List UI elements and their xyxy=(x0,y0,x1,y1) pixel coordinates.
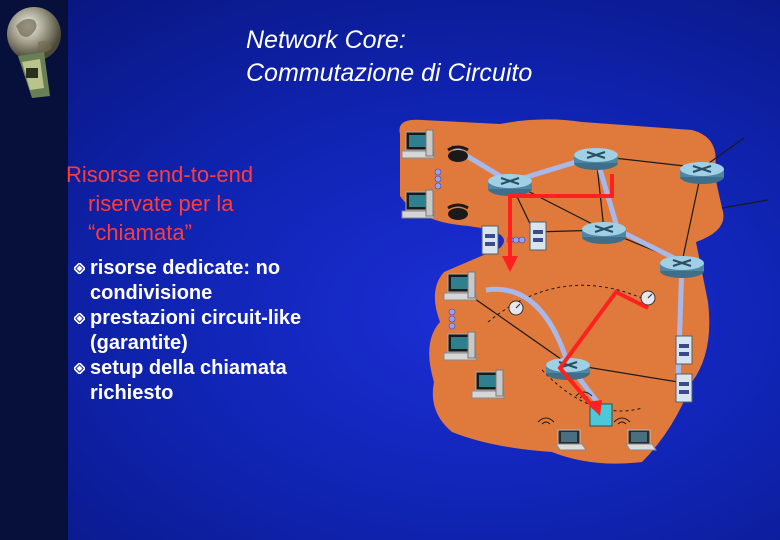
bullet-line-1: risorse dedicate: no xyxy=(90,257,281,279)
main-point: Risorse end-to-end riservate per la “chi… xyxy=(66,160,366,247)
bullet-diamond-icon xyxy=(74,363,85,374)
bullet-line-1: prestazioni circuit-like xyxy=(90,307,302,329)
title-line-1: Network Core: xyxy=(246,26,406,54)
circuit-path-arrow xyxy=(508,174,614,262)
bullet-line-2: richiesto xyxy=(90,382,174,404)
globe-logo-icon xyxy=(7,7,61,98)
arrowhead xyxy=(586,400,602,416)
router-icon xyxy=(487,173,533,197)
workstation-icon xyxy=(471,369,505,399)
router-icon xyxy=(679,161,725,185)
workstation-icon xyxy=(401,129,435,159)
bullet-line-2: condivisione xyxy=(90,282,213,304)
server-icon xyxy=(529,221,547,251)
hub-icon xyxy=(640,290,656,306)
main-point-line-3: “chiamata” xyxy=(88,220,192,245)
router-icon xyxy=(659,255,705,279)
bullet-line-2: (garantite) xyxy=(90,332,188,354)
title-line-2: Commutazione di Circuito xyxy=(246,59,533,87)
server-icon xyxy=(675,335,693,365)
router-icon xyxy=(581,221,627,245)
hub-icon xyxy=(508,300,524,316)
bullet-list: risorse dedicate: no condivisione presta… xyxy=(74,256,376,406)
workstation-icon xyxy=(443,331,477,361)
slide-title: Network Core: Commutazione di Circuito xyxy=(246,24,532,90)
workstation-icon xyxy=(443,271,477,301)
main-point-line-1: Risorse end-to-end xyxy=(66,162,254,187)
workstation-icon xyxy=(401,189,435,219)
network-diagram xyxy=(399,119,769,464)
arrowhead xyxy=(502,256,518,272)
bullet-item: prestazioni circuit-like (garantite) xyxy=(74,306,376,356)
bullet-diamond-icon xyxy=(74,263,85,274)
circuit-path-arrow xyxy=(557,289,649,410)
main-point-line-2: riservate per la xyxy=(88,191,234,216)
bullet-item: setup della chiamata richiesto xyxy=(74,356,376,406)
server-icon xyxy=(675,373,693,403)
router-icon xyxy=(573,147,619,171)
server-icon xyxy=(481,225,499,255)
bullet-item: risorse dedicate: no condivisione xyxy=(74,256,376,306)
bullet-line-1: setup della chiamata xyxy=(90,357,287,379)
bullet-diamond-icon xyxy=(74,313,85,324)
